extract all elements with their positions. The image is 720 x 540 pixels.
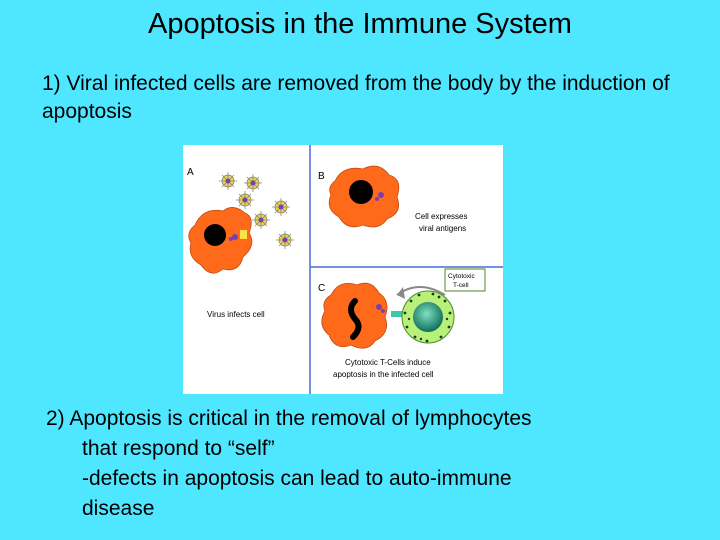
- panel-b-label: B: [318, 171, 325, 182]
- apoptotic-cell: [321, 282, 388, 349]
- caption-a: Virus infects cell: [207, 310, 265, 319]
- cytotoxic-tcell: [401, 290, 455, 344]
- fragmented-nucleus: [348, 298, 362, 340]
- tcell-label-box: [444, 268, 486, 292]
- diagram-svg: A B C: [187, 145, 503, 394]
- virus-particle: [219, 172, 237, 190]
- tcell-receptor: [391, 311, 405, 317]
- point-2-line1: 2) Apoptosis is critical in the removal …: [46, 407, 532, 430]
- caption-b-line2: viral antigens: [419, 224, 466, 233]
- virus-entry: [240, 230, 247, 239]
- arrow-head: [397, 287, 405, 299]
- virus-particle: [276, 231, 294, 249]
- virus-particle: [236, 191, 254, 209]
- virus-particle: [252, 211, 270, 229]
- virus-particles: [219, 172, 294, 249]
- point-2-text: 2) Apoptosis is critical in the removal …: [46, 404, 696, 524]
- point-2-line2: that respond to “self”: [82, 437, 275, 460]
- caption-c-line2: apoptosis in the infected cell: [333, 370, 434, 379]
- virus-particle: [272, 198, 290, 216]
- point-2-line4: disease: [82, 497, 155, 520]
- point-1-text: 1) Viral infected cells are removed from…: [42, 72, 670, 123]
- tcell-label-line1: Cytotoxic: [448, 273, 475, 280]
- slide-title: Apoptosis in the Immune System: [148, 8, 572, 40]
- apoptosis-diagram: A B C: [183, 145, 503, 394]
- panel-c-label: C: [318, 283, 325, 294]
- panel-a-label: A: [187, 167, 194, 178]
- caption-b-line1: Cell expresses: [415, 212, 467, 221]
- tcell-label-line2: T-cell: [453, 282, 469, 289]
- virus-particle: [244, 174, 262, 192]
- infected-cell-a: [188, 207, 253, 274]
- point-2-line3: -defects in apoptosis can lead to auto-i…: [82, 467, 512, 490]
- caption-c-line1: Cytotoxic T-Cells induce: [345, 358, 431, 367]
- infected-cell-b: [328, 165, 400, 228]
